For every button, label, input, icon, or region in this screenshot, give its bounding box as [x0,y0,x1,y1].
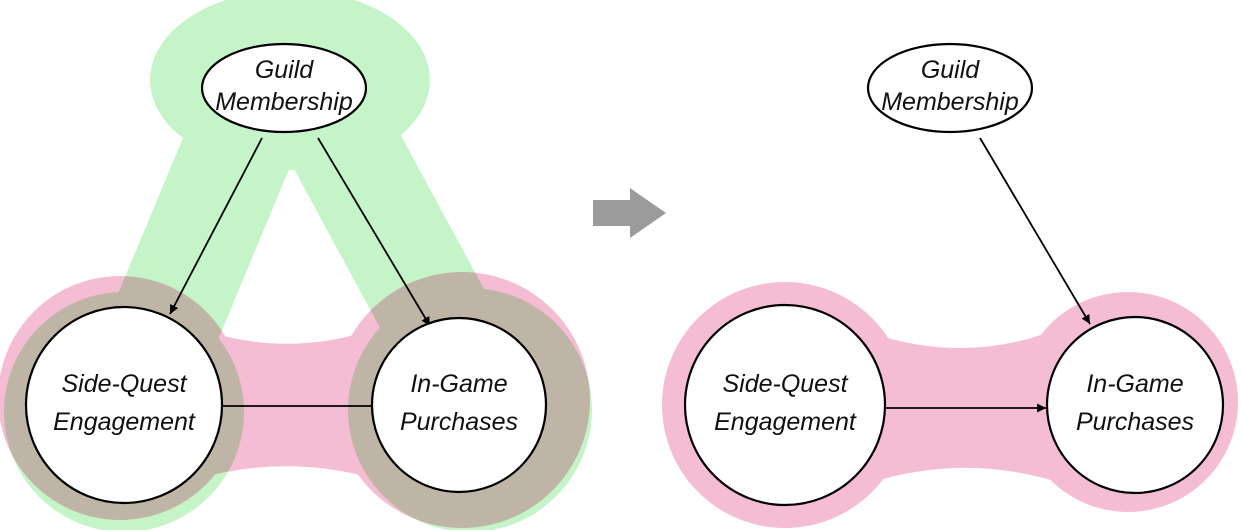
node-label: Purchases [1076,408,1194,436]
left-node-side-quest-engagement: Side-Quest Engagement [24,305,224,505]
node-label: Engagement [53,408,196,436]
node-label: In-Game [410,370,507,398]
node-label: Membership [881,88,1019,116]
right-node-guild-membership: Guild Membership [866,42,1034,134]
node-label: Side-Quest [722,370,848,398]
right-node-in-game-purchases: In-Game Purchases [1045,315,1225,495]
edge-guild-to-sidequest [169,137,263,315]
edge-guild-to-purchases [979,137,1091,325]
node-label: Side-Quest [61,370,187,398]
node-label: Membership [215,88,353,116]
left-node-in-game-purchases: In-Game Purchases [370,316,548,494]
transition-arrow-icon [593,188,666,238]
node-label: Guild [921,56,980,84]
left-node-guild-membership: Guild Membership [200,42,368,134]
node-label: Guild [255,56,314,84]
node-label: Engagement [714,408,857,436]
node-label: Purchases [400,408,518,436]
edge-guild-to-purchases [317,137,431,327]
right-node-side-quest-engagement: Side-Quest Engagement [683,303,887,507]
node-label: In-Game [1086,370,1183,398]
